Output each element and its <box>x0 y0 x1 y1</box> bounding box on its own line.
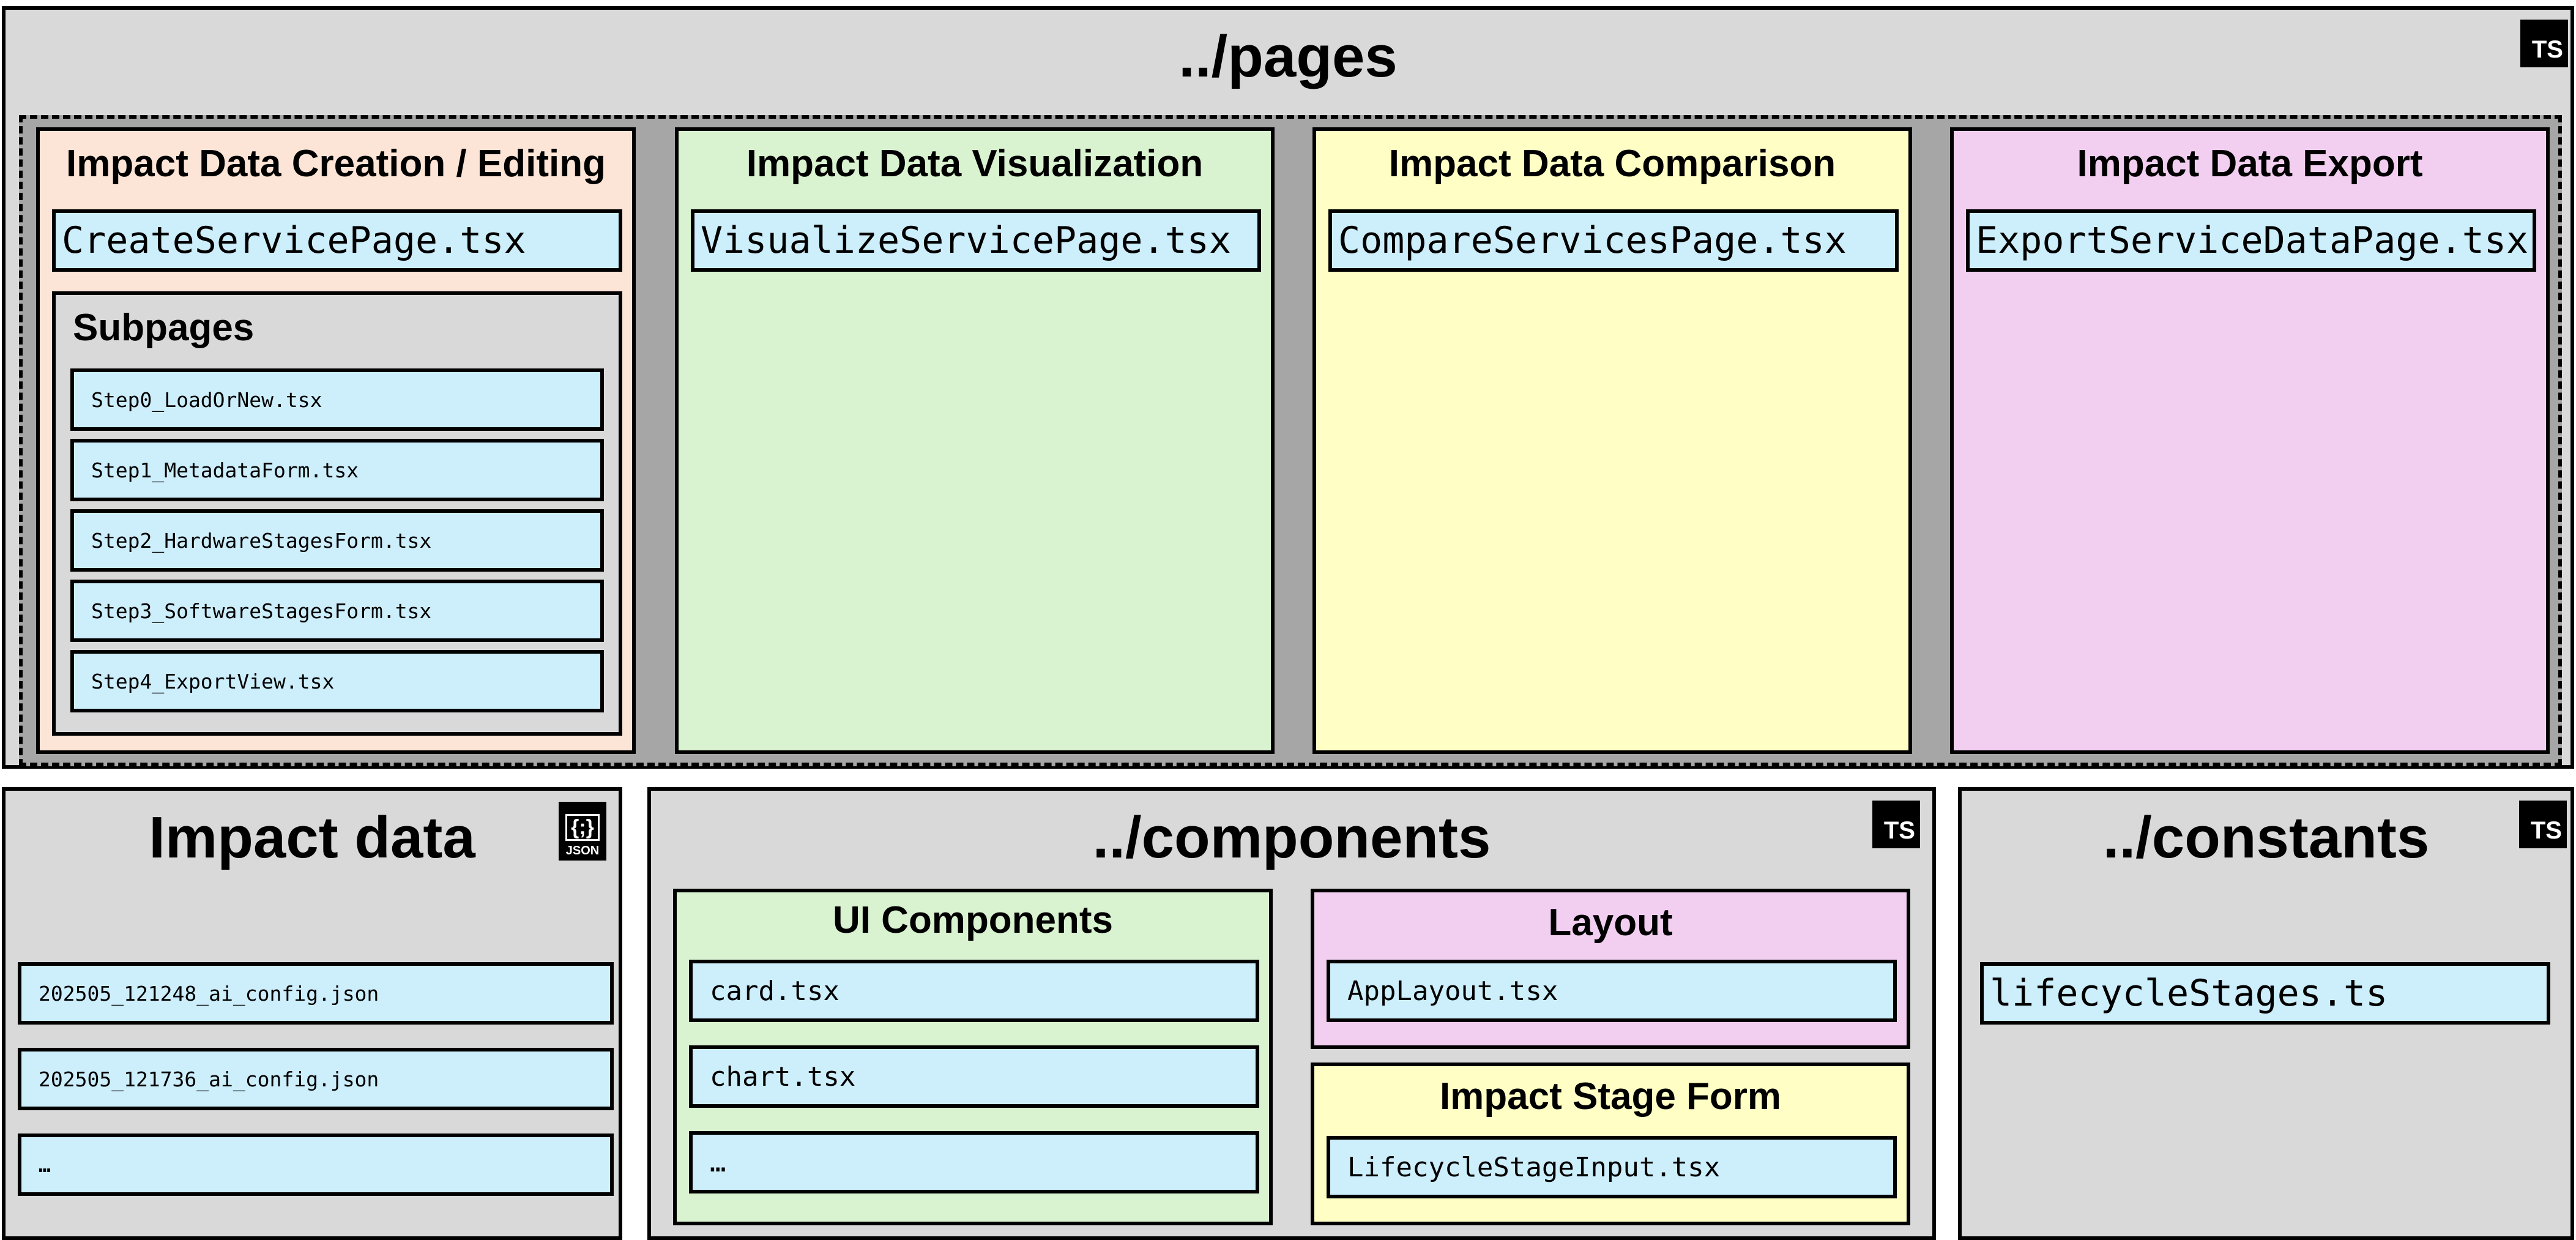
group-title: Impact Data Export <box>2077 143 2423 185</box>
file-more[interactable]: … <box>18 1134 614 1196</box>
group-impact-data-creation: Impact Data Creation / Editing CreateSer… <box>36 127 636 754</box>
file-config-121736[interactable]: 202505_121736_ai_config.json <box>18 1048 614 1110</box>
group-title: Impact Data Visualization <box>746 143 1204 185</box>
file-config-121248[interactable]: 202505_121248_ai_config.json <box>18 962 614 1025</box>
group-ui-components: UI Components card.tsx chart.tsx … <box>673 889 1273 1225</box>
file-step3[interactable]: Step3_SoftwareStagesForm.tsx <box>70 580 604 642</box>
group-impact-data-visualization: Impact Data Visualization VisualizeServi… <box>675 127 1275 754</box>
group-title: UI Components <box>832 899 1114 941</box>
file-app-layout[interactable]: AppLayout.tsx <box>1327 960 1897 1022</box>
group-title: Impact Data Creation / Editing <box>66 143 606 185</box>
subpages-group: Subpages Step0_LoadOrNew.tsx Step1_Metad… <box>52 291 622 736</box>
file-step4[interactable]: Step4_ExportView.tsx <box>70 650 604 712</box>
constants-title: ../constants <box>2102 805 2430 870</box>
group-layout: Layout AppLayout.tsx <box>1311 889 1910 1049</box>
impact-data-title: Impact data <box>149 805 475 870</box>
pages-panel: ../pages TS Impact Data Creation / Editi… <box>2 6 2574 769</box>
file-lifecycle-stages[interactable]: lifecycleStages.ts <box>1980 962 2550 1025</box>
impact-data-panel: Impact data {;} JSON 202505_121248_ai_co… <box>2 787 622 1240</box>
pages-container: Impact Data Creation / Editing CreateSer… <box>19 115 2562 766</box>
file-step1[interactable]: Step1_MetadataForm.tsx <box>70 439 604 501</box>
typescript-icon: TS <box>1872 801 1920 848</box>
constants-panel: ../constants TS lifecycleStages.ts <box>1958 787 2574 1240</box>
file-more[interactable]: … <box>689 1131 1259 1193</box>
file-create-service-page[interactable]: CreateServicePage.tsx <box>52 209 622 272</box>
file-compare-services-page[interactable]: CompareServicesPage.tsx <box>1328 209 1899 272</box>
group-title: Impact Stage Form <box>1439 1075 1782 1118</box>
file-visualize-service-page[interactable]: VisualizeServicePage.tsx <box>691 209 1261 272</box>
typescript-icon: TS <box>2520 20 2568 67</box>
pages-title: ../pages <box>1178 24 1398 89</box>
components-panel: ../components TS UI Components card.tsx … <box>647 787 1936 1240</box>
group-impact-data-export: Impact Data Export ExportServiceDataPage… <box>1950 127 2550 754</box>
file-chart[interactable]: chart.tsx <box>689 1045 1259 1108</box>
group-title: Impact Data Comparison <box>1388 143 1836 185</box>
file-step0[interactable]: Step0_LoadOrNew.tsx <box>70 368 604 431</box>
subpages-title: Subpages <box>73 307 255 349</box>
group-impact-data-comparison: Impact Data Comparison CompareServicesPa… <box>1312 127 1912 754</box>
file-card[interactable]: card.tsx <box>689 960 1259 1022</box>
file-lifecycle-stage-input[interactable]: LifecycleStageInput.tsx <box>1327 1136 1897 1198</box>
components-title: ../components <box>1092 805 1491 870</box>
file-export-service-data-page[interactable]: ExportServiceDataPage.tsx <box>1966 209 2536 272</box>
file-step2[interactable]: Step2_HardwareStagesForm.tsx <box>70 509 604 572</box>
typescript-icon: TS <box>2519 801 2567 848</box>
group-impact-stage-form: Impact Stage Form LifecycleStageInput.ts… <box>1311 1063 1910 1225</box>
json-icon: {;} JSON <box>559 802 606 861</box>
group-title: Layout <box>1548 902 1673 944</box>
